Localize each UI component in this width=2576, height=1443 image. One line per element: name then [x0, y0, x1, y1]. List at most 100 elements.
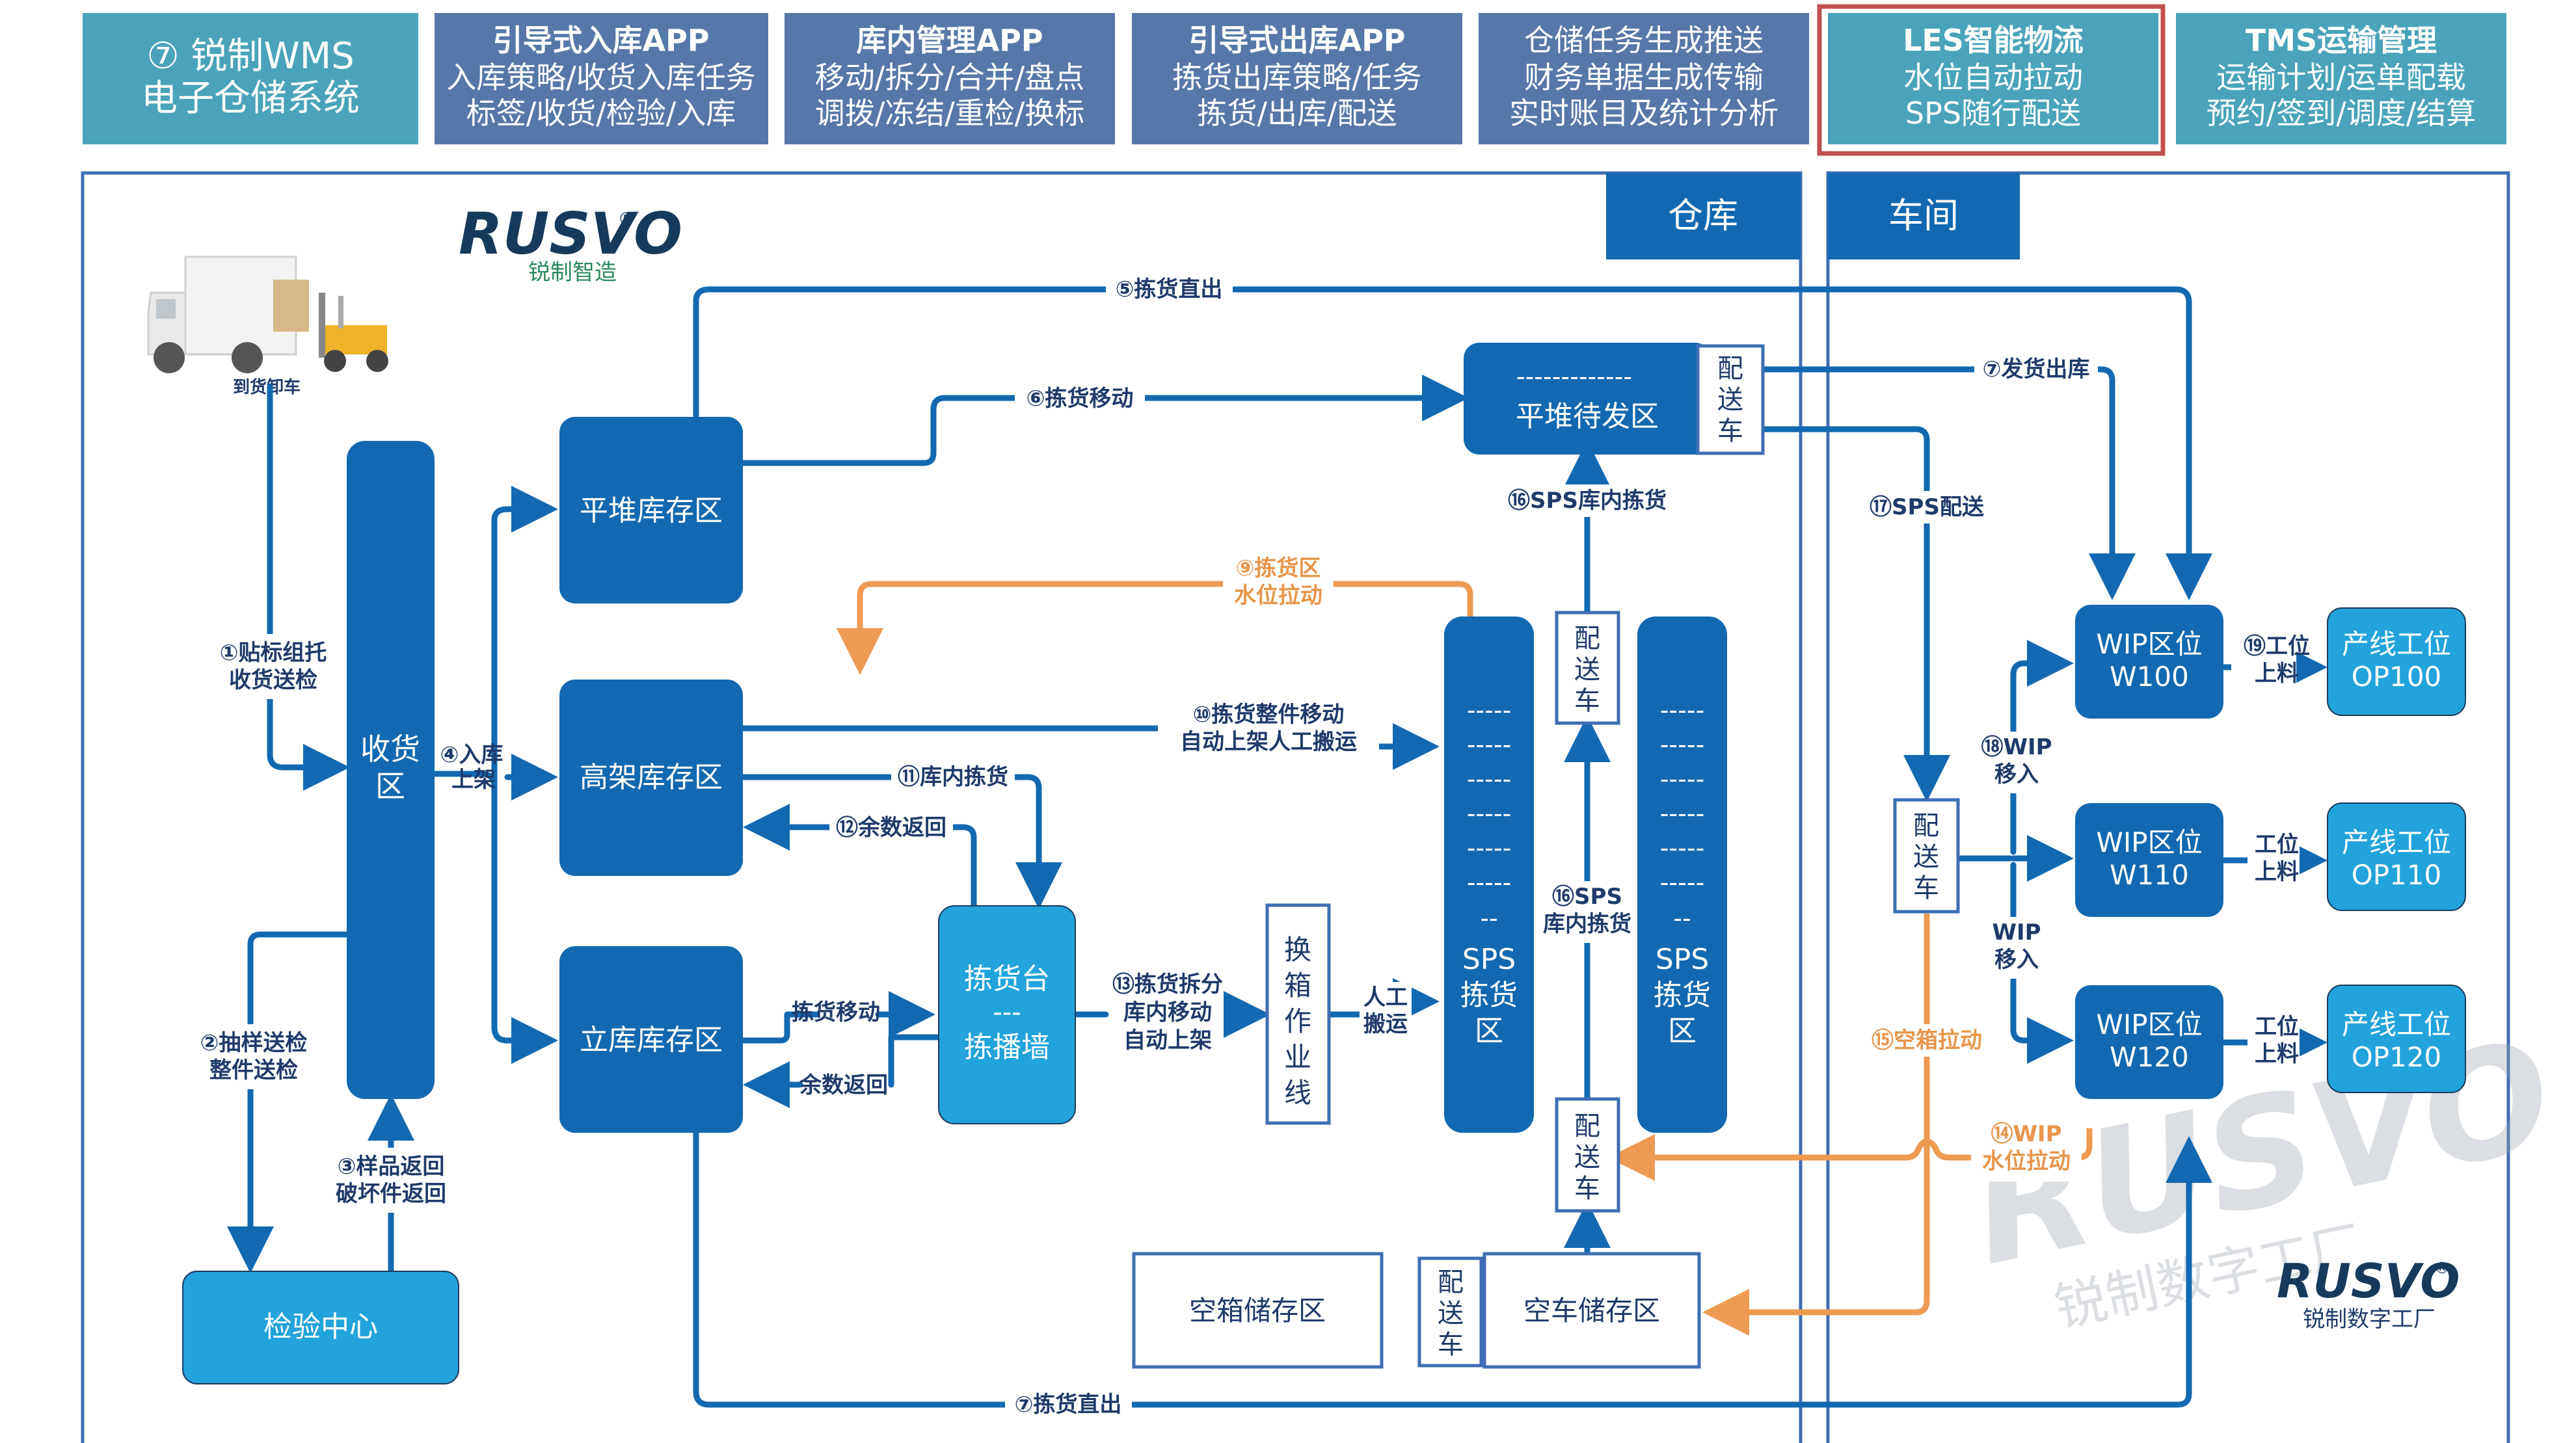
node-label: 区 [375, 769, 405, 804]
label-flow-11: ⑪库内拣货 [891, 761, 1015, 793]
label-text: ⑰SPS配送 [1870, 494, 1984, 520]
module-task-finance[interactable]: 仓储任务生成推送 财务单据生成传输 实时账目及统计分析 [1479, 13, 1809, 144]
node-label: 产线工位 [2342, 827, 2451, 858]
sps-zone-label: 拣货 [1460, 979, 1518, 1012]
label-flow-7-direct: ⑦拣货直出 [1005, 1388, 1132, 1421]
label-flow-1: ①贴标组托 收货送检 [215, 634, 332, 699]
node-label: 配 [1438, 1267, 1464, 1297]
flow-labels: ①贴标组托 收货送检 ②抽样送检 整件送检 ③样品返回 破坏件返回 ④入库 上架… [195, 273, 2310, 1421]
node-cart-sps-upper[interactable]: 配 送 车 [1555, 611, 1620, 725]
node-op-op120[interactable]: 产线工位 OP120 [2327, 985, 2466, 1093]
module-warehouse-app[interactable]: 库内管理APP 移动/拆分/合并/盘点 调拨/冻结/重检/换标 [785, 13, 1115, 144]
node-label: W120 [2110, 1041, 2189, 1073]
module-title: 库内管理APP [856, 23, 1043, 58]
sps-zone-label: 区 [1668, 1014, 1697, 1048]
node-label: W110 [2110, 859, 2189, 891]
flow-7-direct-line [693, 1130, 2212, 1408]
sps-zone-label: SPS [1462, 943, 1516, 976]
registered-icon: ® [618, 209, 635, 229]
module-inbound-app[interactable]: 引导式入库APP 入库策略/收货入库任务 标签/收货/检验/入库 [435, 13, 768, 144]
flow-2-line [227, 931, 350, 1273]
node-wip-w100[interactable]: WIP区位 W100 [2075, 605, 2223, 719]
label-flow-15: ⑮空箱拉动 [1860, 1024, 1994, 1057]
label-flow-16-mid: ⑯SPS 库内拣货 [1538, 881, 1636, 943]
label-text: ⑯SPS库内拣货 [1508, 488, 1667, 514]
label-text: 自动上架 [1123, 1027, 1212, 1053]
node-label: 车 [1717, 416, 1743, 446]
node-label: 配 [1913, 811, 1939, 841]
label-text: 拣货移动 [792, 1000, 880, 1026]
label-flow-19: ⑲工位 上料 [2231, 631, 2310, 693]
label-text: ①贴标组托 [220, 640, 327, 666]
label-text: 上料 [2255, 859, 2299, 885]
node-op-op100[interactable]: 产线工位 OP100 [2327, 607, 2466, 716]
label-text: 破坏件返回 [336, 1181, 446, 1207]
module-les-highlight-frame [1817, 4, 2166, 156]
node-high-rack[interactable]: 高架库存区 [559, 680, 743, 876]
node-wip-w120[interactable]: WIP区位 W120 [2075, 985, 2223, 1099]
label-text: 上料 [2255, 661, 2299, 687]
node-label: 车 [1913, 873, 1939, 903]
truck-caption: 到货卸车 [233, 377, 301, 397]
module-wms[interactable]: ⑦ 锐制WMS 电子仓储系统 [83, 13, 418, 144]
node-label: 拣播墙 [964, 1031, 1050, 1064]
node-op-op110[interactable]: 产线工位 OP110 [2327, 802, 2466, 911]
node-receiving[interactable]: 收货 区 [347, 441, 435, 1099]
node-empty-box-storage[interactable]: 空箱储存区 [1132, 1252, 1384, 1369]
label-flow-13: ⑬拣货拆分 库内移动 自动上架 [1112, 972, 1223, 1053]
node-label: 空箱储存区 [1189, 1295, 1326, 1327]
node-flat-storage[interactable]: 平堆库存区 [559, 417, 743, 603]
label-flow-4: ④入库 上架 [440, 742, 503, 793]
label-text: ⑲工位 [2244, 633, 2310, 659]
node-pick-station[interactable]: 拣货台 --- 拣播墙 [938, 905, 1076, 1124]
node-repack-line[interactable]: 换 箱 作 业 线 [1265, 903, 1331, 1125]
node-label: 送 [1913, 842, 1939, 872]
label-text: 搬运 [1363, 1011, 1408, 1037]
module-les[interactable]: LES智能物流 水位自动拉动 SPS随行配送 [1828, 13, 2158, 144]
node-asrs[interactable]: 立库库存区 [559, 946, 743, 1133]
label-flow-5: ⑤拣货直出 [1106, 273, 1233, 306]
node-flat-staging[interactable]: ------------- 平堆待发区 [1464, 343, 1711, 455]
flow-12-line [743, 804, 977, 910]
label-flow-10: ⑩拣货整件移动 自动上架人工搬运 [1158, 699, 1379, 761]
module-tms[interactable]: TMS运输管理 运输计划/运单配载 预约/签到/调度/结算 [2176, 13, 2506, 144]
label-text: WIP [1992, 920, 2041, 946]
label-wip-move: WIP 移入 [1984, 917, 2049, 979]
node-label: 空车储存区 [1523, 1295, 1660, 1327]
node-wip-w110[interactable]: WIP区位 W110 [2075, 803, 2223, 917]
module-line: 水位自动拉动 [1903, 60, 2083, 95]
sps-slot-divider: ----- [1660, 765, 1705, 793]
flow-4-line [431, 771, 550, 1044]
node-inspection[interactable]: 检验中心 [182, 1271, 459, 1384]
module-outbound-app[interactable]: 引导式出库APP 拣货出库策略/任务 拣货/出库/配送 [1132, 13, 1462, 144]
node-label: 线 [1284, 1077, 1311, 1109]
flow-18-to-w120 [2010, 862, 2074, 1064]
label-flow-9: ⑨拣货区 水位拉动 [1223, 554, 1334, 616]
sps-slot-divider: ----- [1660, 799, 1705, 828]
module-wms-line2: 电子仓储系统 [141, 77, 360, 120]
node-cart-staging[interactable]: 配 送 车 [1696, 344, 1765, 455]
label-text: ⑥拣货移动 [1026, 386, 1134, 412]
truck-forklift-icon: 到货卸车 [147, 256, 388, 397]
node-empty-cart-storage[interactable]: 空车储存区 [1483, 1252, 1701, 1369]
label-text: ④入库 [440, 742, 503, 768]
node-label: 产线工位 [2342, 628, 2451, 660]
node-label: OP110 [2352, 859, 2442, 891]
logo-bottom: RUSVO ® 锐制数字工厂 [2277, 1254, 2460, 1332]
sps-slot-divider: ----- [1467, 730, 1512, 759]
workshop-frame [1826, 171, 2510, 1443]
node-cart-empty[interactable]: 配 送 车 [1417, 1256, 1483, 1368]
node-label: 高架库存区 [580, 761, 723, 794]
label-text: 上架 [451, 767, 496, 793]
node-label: 产线工位 [2342, 1009, 2451, 1040]
node-cart-workshop[interactable]: 配 送 车 [1893, 798, 1960, 914]
module-line: 拣货/出库/配送 [1198, 96, 1397, 131]
node-label: 配 [1574, 624, 1600, 654]
flow-1-line [267, 384, 350, 791]
node-cart-sps-lower[interactable]: 配 送 车 [1555, 1097, 1620, 1213]
label-feed-110: 工位 上料 [2247, 829, 2300, 891]
sps-slot-divider: ----- [1467, 696, 1512, 724]
label-remainder-return: 余数返回 [799, 1072, 888, 1098]
